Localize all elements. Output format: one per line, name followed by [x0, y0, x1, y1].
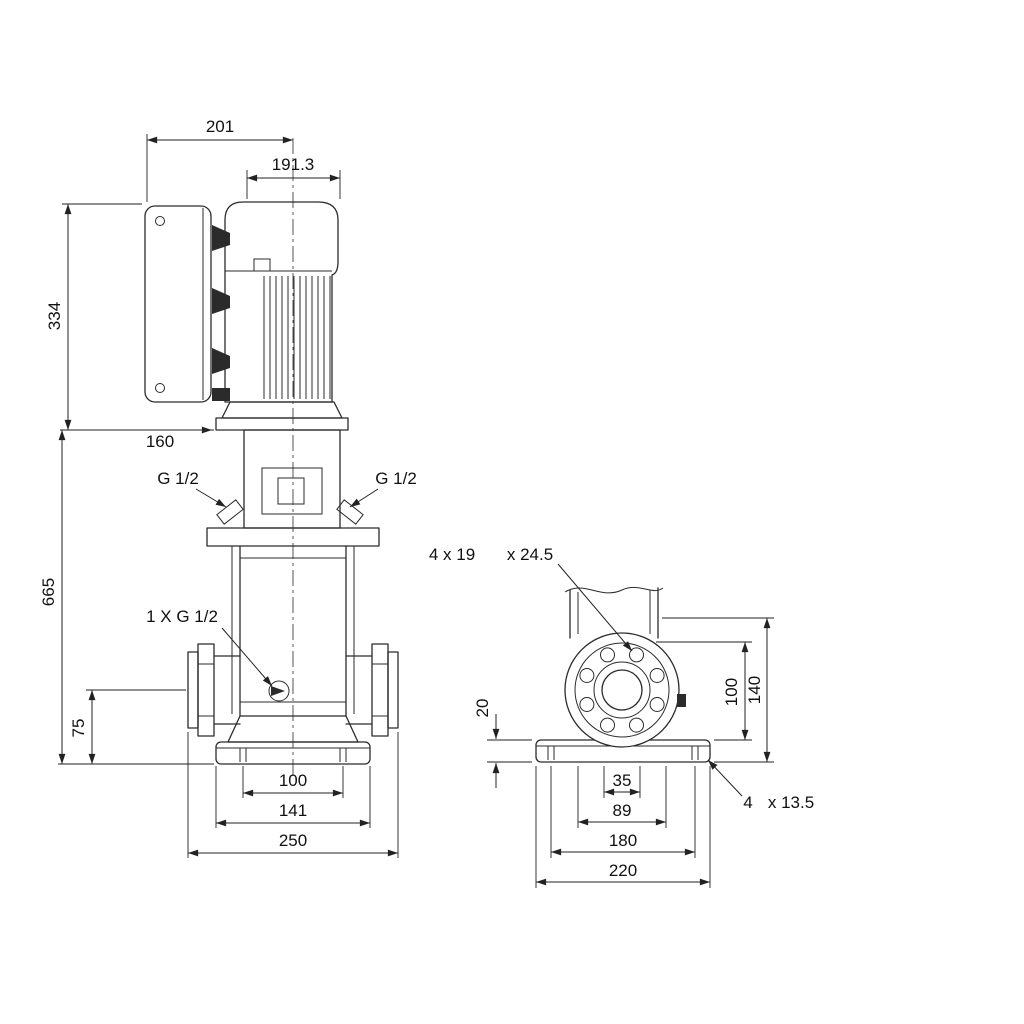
- dim-75: 75: [69, 719, 88, 738]
- dim-141: 141: [279, 801, 307, 820]
- dim-334: 334: [45, 302, 64, 330]
- mounting-clips: [212, 225, 230, 401]
- side-column: [564, 586, 664, 639]
- dim-220: 220: [609, 861, 637, 880]
- chamber-stack: [231, 545, 355, 717]
- label-flange-holes-count: 4 x 19: [429, 545, 475, 564]
- front-view: 201 191.3 334 160 665 75 G 1/2: [39, 117, 417, 858]
- dim-20: 20: [473, 699, 492, 718]
- port-flange-left: [187, 643, 241, 737]
- dim-250: 250: [279, 831, 307, 850]
- dim-191-3: 191.3: [272, 155, 315, 174]
- side-view: 4 x 19 x 24.5 20 100 140 35: [429, 545, 814, 888]
- front-dimensions: 201 191.3 334 160 665 75 G 1/2: [39, 117, 417, 858]
- dim-35: 35: [613, 771, 632, 790]
- dim-665: 665: [39, 578, 58, 606]
- dim-89: 89: [613, 801, 632, 820]
- dim-160: 160: [146, 432, 174, 451]
- flange-face: [564, 632, 686, 748]
- dim-201: 201: [206, 117, 234, 136]
- pump-head: [206, 499, 380, 547]
- dim-180: 180: [609, 831, 637, 850]
- drain-port: [268, 680, 290, 702]
- dim-100-front: 100: [279, 771, 307, 790]
- terminal-box: [144, 205, 212, 403]
- label-drain-port: 1 X G 1/2: [146, 607, 218, 626]
- motor-fins: [263, 276, 331, 399]
- base-plate-front: [215, 715, 371, 765]
- side-dimensions: 4 x 19 x 24.5 20 100 140 35: [429, 545, 814, 888]
- label-plug-right: G 1/2: [375, 469, 417, 488]
- label-base-holes-dia: x 13.5: [768, 793, 814, 812]
- side-plug: [677, 694, 686, 707]
- label-plug-left: G 1/2: [157, 469, 199, 488]
- dim-140: 140: [745, 676, 764, 704]
- coupling-housing: [243, 429, 341, 529]
- plug-right: [336, 499, 364, 525]
- label-base-holes-count: 4: [743, 793, 752, 812]
- plug-left: [216, 499, 244, 525]
- label-flange-holes-dia: x 24.5: [507, 545, 553, 564]
- motor: [215, 201, 349, 431]
- dim-100-side: 100: [722, 678, 741, 706]
